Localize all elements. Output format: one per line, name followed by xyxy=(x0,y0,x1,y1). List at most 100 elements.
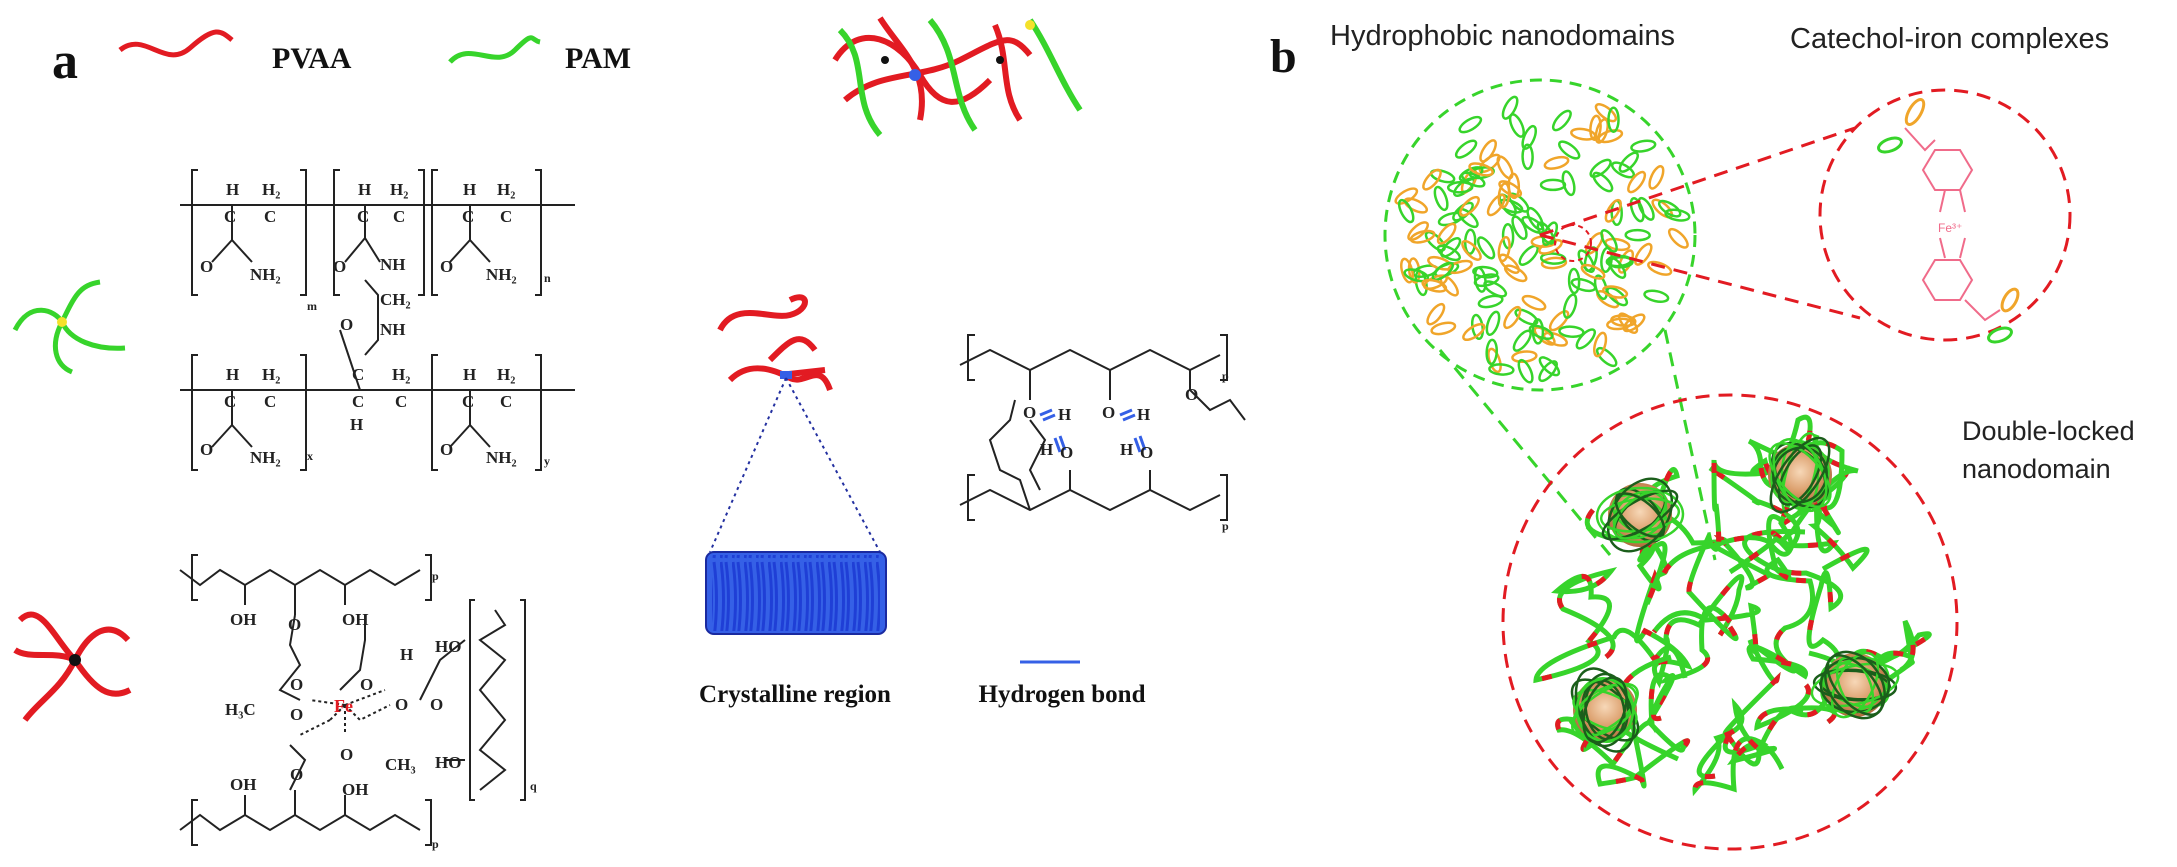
hydrophobic-ellipse xyxy=(1551,109,1572,132)
hydrophobic-ellipse xyxy=(1558,325,1585,339)
hydrophobic-ellipse xyxy=(1602,285,1629,299)
svg-text:C: C xyxy=(224,207,236,226)
hydrophobic-ellipse xyxy=(1496,155,1514,180)
pvaa-fe-crosslink-illustration xyxy=(13,611,132,722)
svg-text:OH: OH xyxy=(230,775,256,794)
svg-text:NH₂: NH₂ xyxy=(250,448,281,467)
svg-text:C: C xyxy=(357,207,369,226)
hydrophobic-ellipse xyxy=(1436,222,1457,245)
hydrophobic-ellipse xyxy=(1592,171,1614,193)
svg-text:O: O xyxy=(1102,403,1115,422)
svg-text:O: O xyxy=(290,705,303,724)
hydrophobic-ellipse xyxy=(1503,264,1528,283)
svg-text:C: C xyxy=(393,207,405,226)
hydrophobic-ellipse xyxy=(1486,193,1506,217)
svg-text:q: q xyxy=(530,779,537,793)
hydrophobic-ellipse xyxy=(1593,274,1608,301)
nanodomain-core xyxy=(1595,477,1685,553)
hydrophobic-ellipse xyxy=(1485,338,1498,366)
pam-chem-labels: H H₂ C C O NH₂ m H H₂ C C O NH CH₂ NH O … xyxy=(200,180,551,468)
legend-pam-label: PAM xyxy=(565,42,631,75)
hydrophobic-ellipse xyxy=(1483,280,1508,298)
hydrogen-bond-structure xyxy=(959,334,1246,521)
svg-text:O: O xyxy=(440,257,453,276)
svg-text:HO: HO xyxy=(435,637,461,656)
hydrophobic-ellipse xyxy=(1501,95,1519,120)
hydrophobic-ellipse xyxy=(1459,195,1480,217)
svg-text:p: p xyxy=(1222,369,1229,383)
zoom-connectors xyxy=(1438,126,1861,561)
catechol-iron-structure: Fe³⁺ xyxy=(1877,98,2020,344)
hydrogen-bond-dashes xyxy=(1039,408,1147,453)
hydrophobic-ellipse xyxy=(1627,170,1647,194)
svg-text:H: H xyxy=(463,180,476,199)
hydrophobic-ellipse xyxy=(1503,305,1522,330)
pva-chem-labels: OH O OH p O O H H₃C O Fe O O O CH₃ O OH … xyxy=(225,569,537,851)
hydrophobic-ellipse xyxy=(1521,294,1547,311)
svg-text:O: O xyxy=(288,615,301,634)
hydrophobic-ellipse xyxy=(1657,199,1682,218)
hydrophobic-ellipse xyxy=(1630,139,1657,153)
svg-text:O: O xyxy=(395,695,408,714)
hydrophobic-ellipse xyxy=(1447,259,1473,275)
double-locked-label-line1: Double-locked xyxy=(1962,416,2135,446)
svg-text:O: O xyxy=(360,675,373,694)
hydrophobic-ellipse xyxy=(1604,198,1622,223)
hydrophobic-ellipse xyxy=(1531,318,1545,345)
pam-crosslink-illustration xyxy=(12,279,126,375)
hydrophobic-ellipse xyxy=(1473,273,1500,288)
svg-text:O: O xyxy=(1060,443,1073,462)
hydrophobic-ellipse xyxy=(1667,227,1689,249)
hydrophobic-ellipse xyxy=(1580,263,1606,280)
hydrophobic-ellipse xyxy=(1477,294,1504,309)
nanodomain-core xyxy=(1810,650,1900,720)
svg-text:C: C xyxy=(462,392,474,411)
nanodomain-core xyxy=(1768,432,1832,518)
hydrophobic-ellipse xyxy=(1624,228,1651,242)
hydrophobic-ellipse xyxy=(1600,246,1613,273)
hydrophobic-ellipse xyxy=(1539,178,1567,192)
svg-text:C: C xyxy=(352,392,364,411)
svg-text:O: O xyxy=(333,257,346,276)
hydrophobic-ellipse xyxy=(1647,260,1673,276)
svg-text:H: H xyxy=(358,180,371,199)
svg-text:y: y xyxy=(544,454,550,468)
svg-text:O: O xyxy=(430,695,443,714)
legend-pvaa-swatch xyxy=(118,29,234,58)
hydrophobic-ellipse xyxy=(1561,170,1576,197)
svg-text:p: p xyxy=(432,569,439,583)
svg-text:H₂: H₂ xyxy=(392,365,410,384)
legend-pvaa-label: PVAA xyxy=(272,42,352,75)
hydrophobic-ellipse xyxy=(1521,143,1534,171)
svg-text:OH: OH xyxy=(342,610,368,629)
hydrophobic-ellipse xyxy=(1610,161,1636,179)
hydrophobic-ellipse xyxy=(1397,198,1415,224)
hydrophobic-ellipse xyxy=(1567,267,1581,295)
svg-text:O: O xyxy=(1185,385,1198,404)
svg-text:O: O xyxy=(340,315,353,334)
zoom-source-marker xyxy=(1554,224,1592,262)
hydrophobic-ellipse xyxy=(1458,166,1484,183)
hydrophobic-ellipse xyxy=(1431,261,1454,281)
hydrophobic-ellipse xyxy=(1497,182,1511,209)
hydrophobic-ellipse xyxy=(1643,289,1670,303)
double-locked-nanodomain-circle xyxy=(1501,393,1959,851)
hydrophobic-ellipse xyxy=(1562,293,1578,319)
svg-text:C: C xyxy=(500,392,512,411)
hydrophobic-ellipse xyxy=(1540,256,1568,270)
hydrophobic-ellipse xyxy=(1538,360,1558,383)
hydrophobic-ellipse xyxy=(1476,236,1496,260)
hydrogen-bond-label: Hydrogen bond xyxy=(979,681,1146,708)
double-locked-label-line2: nanodomain xyxy=(1962,454,2111,484)
hydrophobic-ellipse xyxy=(1454,139,1478,159)
hydrophobic-ellipse xyxy=(1528,324,1554,341)
top-network-illustration xyxy=(832,16,1083,137)
hydrophobic-ellipse xyxy=(1458,115,1483,134)
hydrophobic-ellipse xyxy=(1618,151,1640,173)
svg-text:H: H xyxy=(350,415,363,434)
hydrophobic-ellipse xyxy=(1558,140,1581,160)
svg-text:C: C xyxy=(462,207,474,226)
svg-text:NH: NH xyxy=(380,320,406,339)
